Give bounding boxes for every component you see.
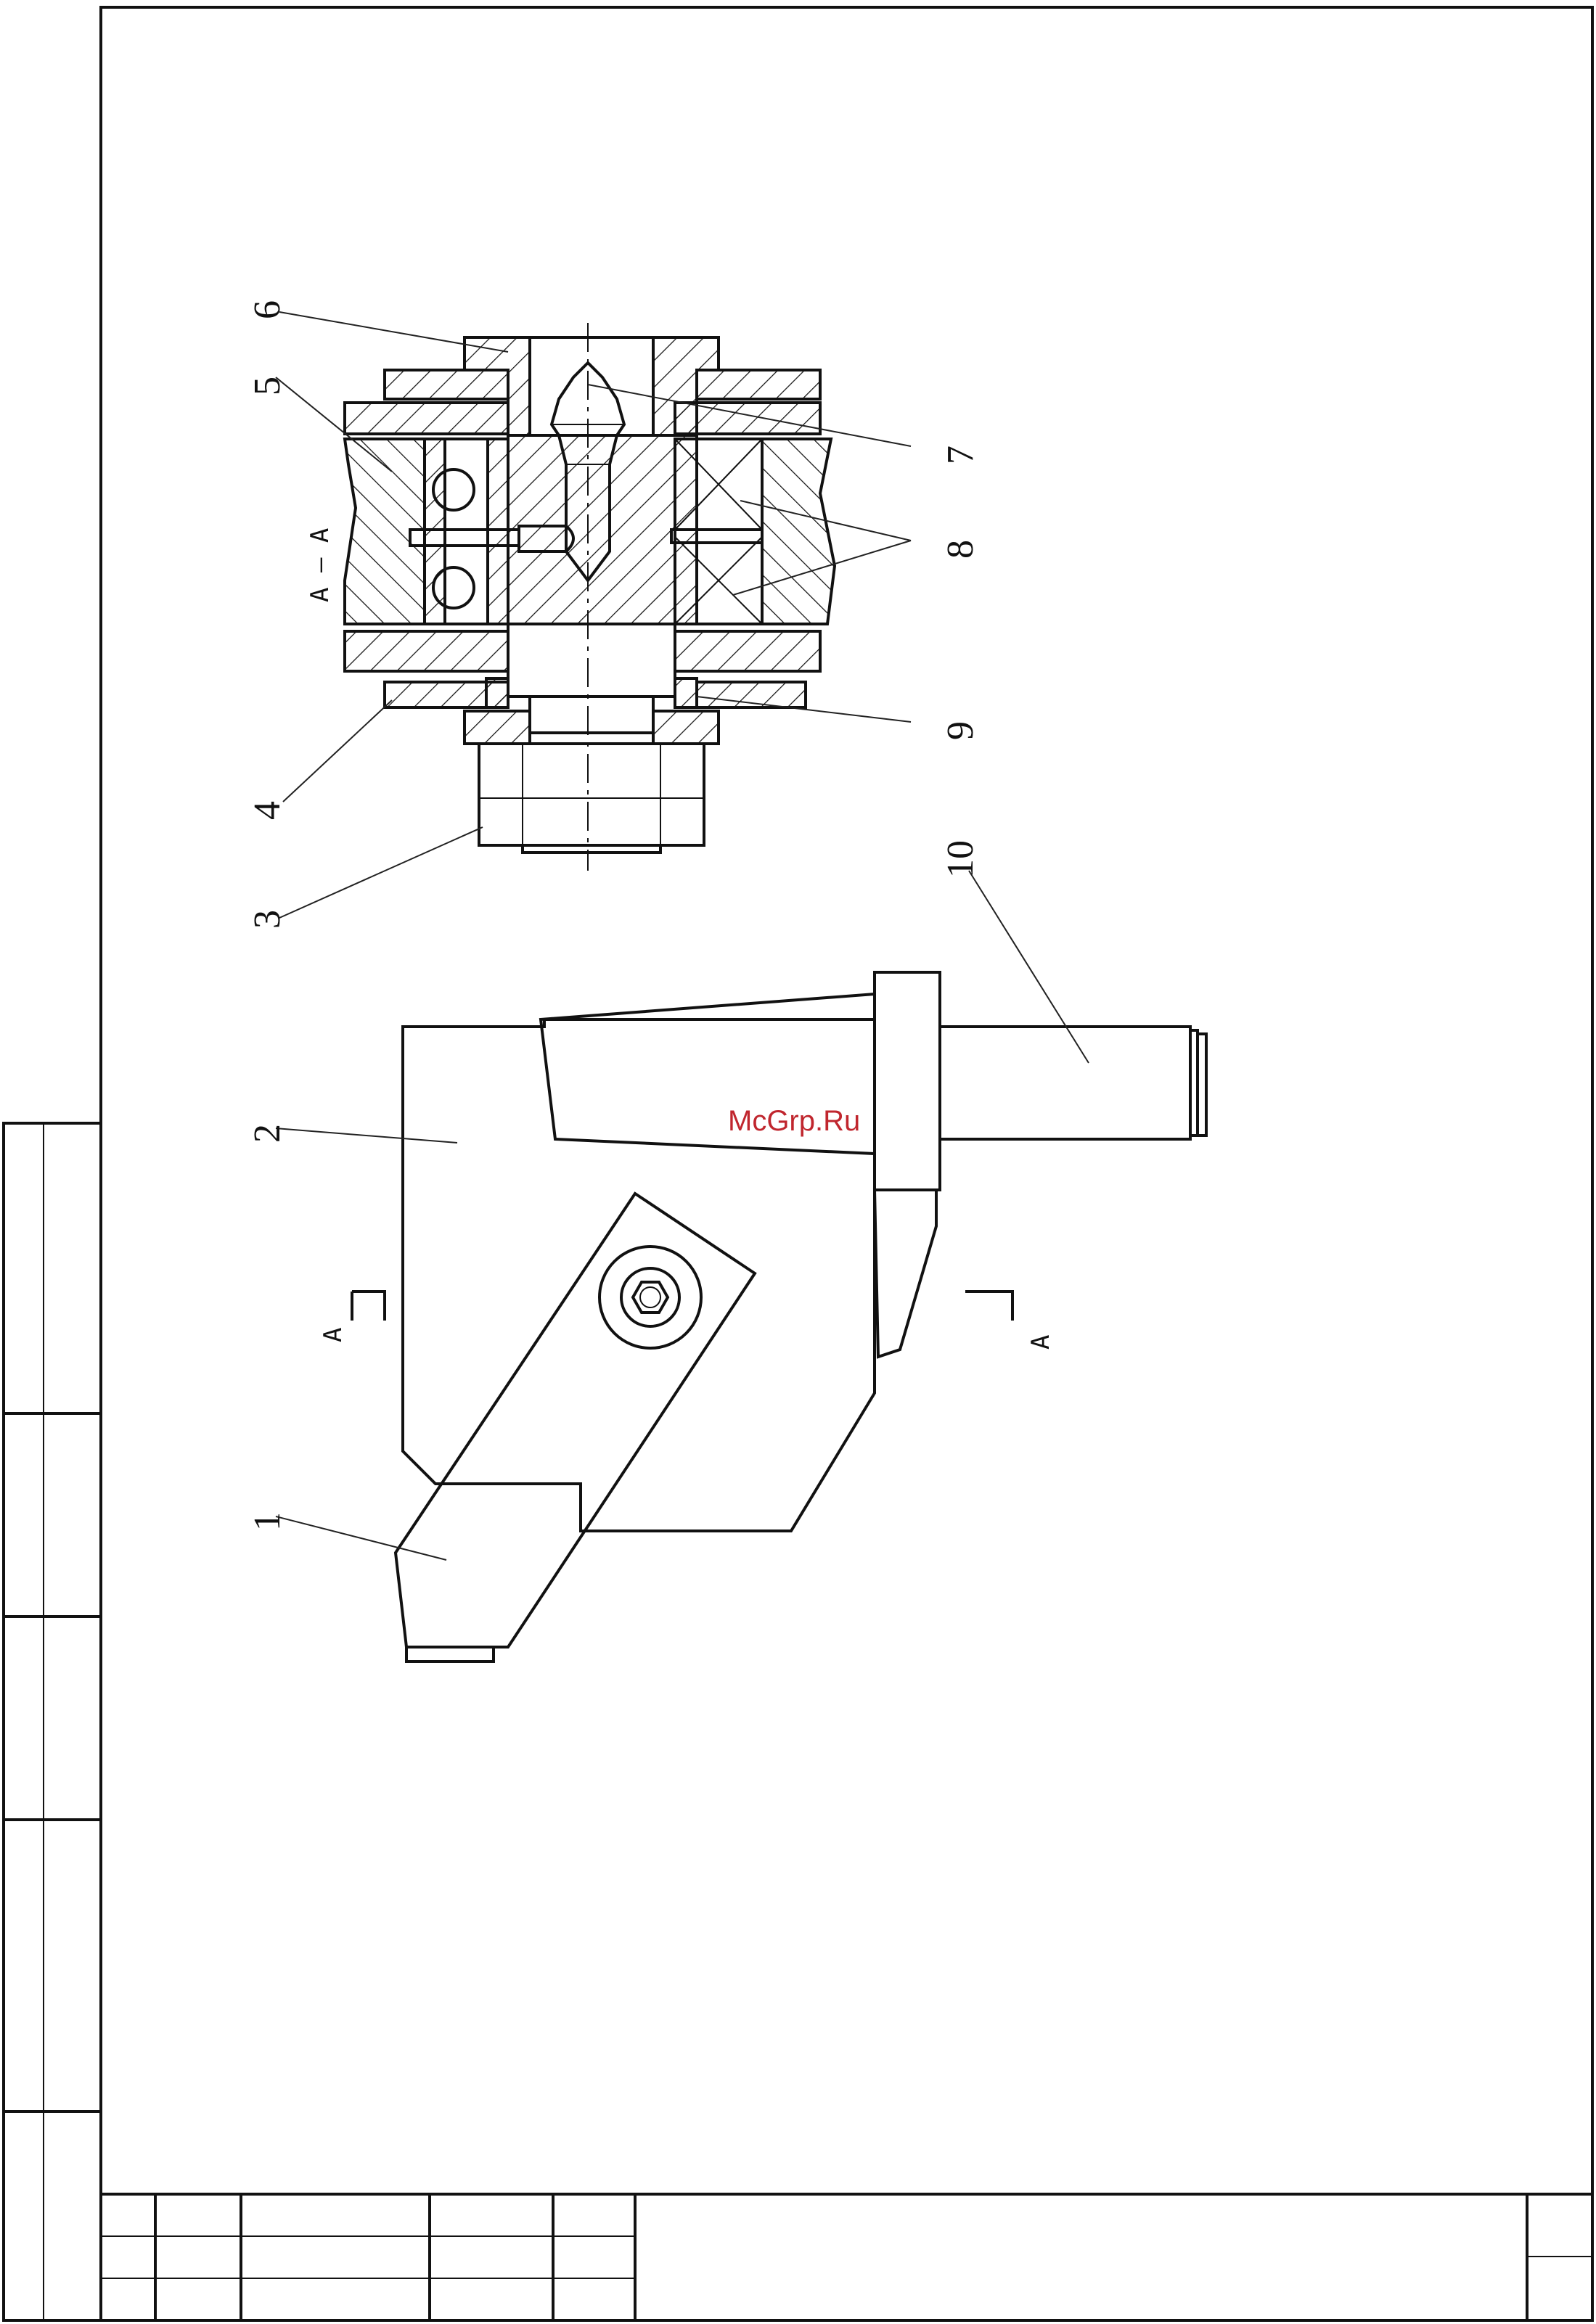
part-number-9: 9 (940, 721, 981, 740)
part-number-10: 10 (940, 840, 981, 878)
part-number-1: 1 (247, 1512, 288, 1531)
part-number-3: 3 (247, 910, 288, 929)
part-number-4: 4 (247, 801, 288, 820)
part-number-7: 7 (940, 445, 981, 464)
title-block (101, 2194, 1592, 2320)
cut-mark-right: A (1026, 1335, 1055, 1350)
sheet-frame (4, 7, 1592, 2320)
cut-mark-left: A (319, 1328, 348, 1342)
section-label: A – A (306, 528, 335, 602)
watermark-text: McGrp.Ru (728, 1105, 860, 1137)
section-view-a-a: A – A (306, 323, 835, 871)
main-view: A A (319, 972, 1206, 1662)
part-number-2: 2 (247, 1124, 288, 1143)
part-number-6: 6 (247, 300, 288, 319)
part-number-8: 8 (940, 540, 981, 559)
part-number-5: 5 (247, 377, 288, 395)
